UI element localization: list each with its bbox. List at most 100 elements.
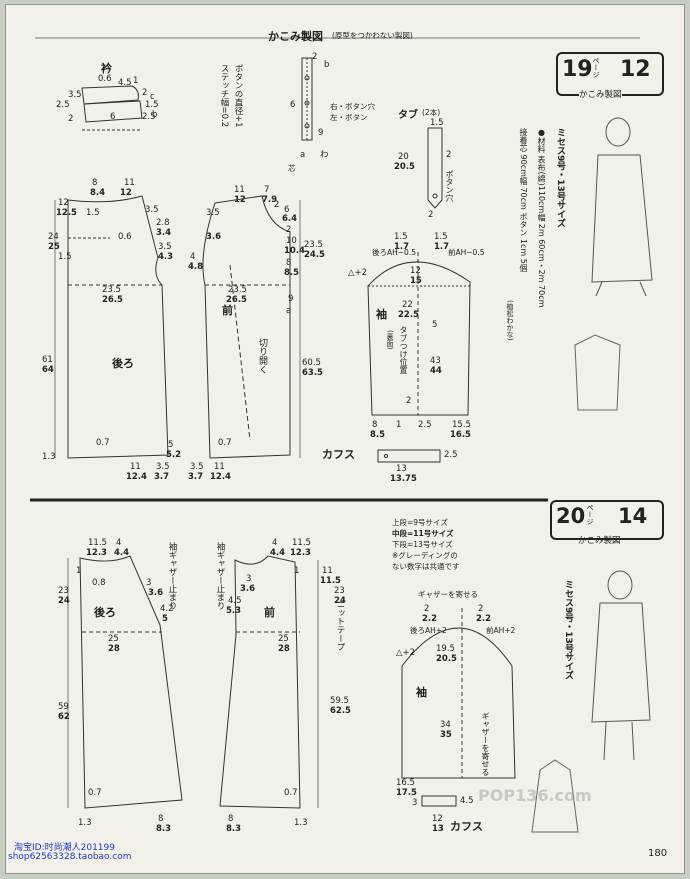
sleeve-dim: 1.5 xyxy=(394,232,408,242)
figure-illustration-19 xyxy=(591,117,653,297)
sleeve20-dim: 13 xyxy=(432,824,444,834)
header-title: かこみ製図 xyxy=(268,30,323,43)
back-dim: 4.3 xyxy=(158,252,174,262)
front-dim: 24.5 xyxy=(304,250,325,260)
back20-dim: 24 xyxy=(58,596,70,606)
figure-illustration-20 xyxy=(591,570,651,761)
front-dim: 3.5 xyxy=(190,462,204,472)
front20-dim: 3.6 xyxy=(240,584,256,594)
sleeve20-dim: 2 xyxy=(424,604,430,614)
section20-size: ミセス9号・13号サイズ xyxy=(563,580,573,680)
front-dim: 23.5 xyxy=(228,285,247,295)
back-dim: 5.2 xyxy=(166,450,182,460)
front-dim: 8 xyxy=(286,258,292,268)
collar-dim: 2 xyxy=(142,88,148,98)
tab-dim: 2 xyxy=(428,210,434,220)
section19-materials: ●材料 表布(綿)110cm幅 2m 60cm・2m 70cm xyxy=(537,128,546,308)
cuff-label: カフス xyxy=(322,448,355,461)
sleeve20-dim: 2.2 xyxy=(476,614,492,624)
sleeve-dim: 2 xyxy=(406,396,412,406)
front-dim: 60.5 xyxy=(302,358,321,368)
front-dim: 4.8 xyxy=(188,262,204,272)
tab-buttonhole: ボタン穴 xyxy=(445,170,454,202)
sleeve-dim: 1.7 xyxy=(434,242,450,252)
front-band-label: 左・ボタン xyxy=(330,113,368,122)
back20-label: 後ろ xyxy=(94,606,116,619)
front-dim: 6.4 xyxy=(282,214,298,224)
front-dim: 2 xyxy=(274,200,280,210)
tab-title: タブ xyxy=(398,110,418,121)
sleeve-label: 袖 xyxy=(376,308,387,321)
back20-dim: 8.3 xyxy=(156,824,172,834)
back-dim: 12 xyxy=(58,198,69,208)
front-dim: 11 xyxy=(234,185,245,195)
front20-dim: 1.3 xyxy=(294,818,308,828)
back-dim: 0.6 xyxy=(118,232,132,242)
back-dim: 1.5 xyxy=(58,252,72,262)
collar-dim: 3.5 xyxy=(68,90,82,100)
front-dim: 10 xyxy=(286,236,297,246)
collar-dim: 2.5 xyxy=(142,112,156,122)
back-dim: 1.5 xyxy=(86,208,100,218)
sleeve20-dim: 2.2 xyxy=(422,614,438,624)
sleeve-dim: 1 xyxy=(396,420,402,430)
back-dim: 3.5 xyxy=(145,205,159,215)
front-dim: 12 xyxy=(234,195,246,205)
collar-dim: 1.5 xyxy=(145,100,159,110)
back20-dim: 3 xyxy=(146,578,152,588)
front-dim: 7 xyxy=(264,185,270,195)
sleeve-dim: 44 xyxy=(430,366,442,376)
back-dim: 26.5 xyxy=(102,295,123,305)
page-number: 180 xyxy=(648,848,668,859)
back20-dim: 25 xyxy=(108,634,119,644)
sleeve-inside: (裏面) xyxy=(386,330,394,350)
cuff20-label: カフス xyxy=(450,820,483,833)
front20-dim: 23 xyxy=(334,586,345,596)
section19-kind: かこみ製図 xyxy=(579,88,622,100)
sleeve-dim: 15 xyxy=(410,276,422,286)
back20-dim: 11.5 xyxy=(88,538,107,548)
sleeve20-dim: 34 xyxy=(440,720,451,730)
front-dim: 26.5 xyxy=(226,295,247,305)
tab-dim: 1.5 xyxy=(430,118,444,128)
sleeve-back-ah: 後ろAH−0.5 xyxy=(372,248,416,257)
cuff-dim: 13 xyxy=(396,464,407,474)
front-letter: a xyxy=(286,306,292,316)
cuff-dim: 2.5 xyxy=(444,450,458,460)
back-dim: 5 xyxy=(168,440,174,450)
section19-designer: (植松わかな) xyxy=(506,300,514,341)
collar-dim: 1 xyxy=(133,76,139,86)
back-dim: 3.5 xyxy=(158,242,172,252)
sleeve-dim: 22 xyxy=(402,300,413,310)
tab-dim: 2 xyxy=(446,150,452,160)
front20-dim: 24 xyxy=(334,596,346,606)
collar-dim: 0.6 xyxy=(98,74,112,84)
front-band-drawing xyxy=(301,57,313,141)
back-dim: 8 xyxy=(92,178,98,188)
front-interfacing-mark: 芯 xyxy=(288,164,296,173)
front20-dim: 5.3 xyxy=(226,606,242,616)
tab-dim: 20.5 xyxy=(394,162,415,172)
back-dim: 3.5 xyxy=(156,462,170,472)
sleeve-drawing xyxy=(367,252,471,416)
back20-dim: 0.7 xyxy=(88,788,102,798)
back20-dim: 8 xyxy=(158,814,164,824)
front-band-letter: a xyxy=(300,150,306,160)
back-dim: 12 xyxy=(120,188,132,198)
front20-dim: 28 xyxy=(278,644,290,654)
sleeve20-dim: 3 xyxy=(412,798,418,808)
size-legend-line: 上段=9号サイズ xyxy=(392,518,448,527)
front-cut-open: 切り開く xyxy=(257,338,267,374)
sleeve20-back-ah: 後ろAH+2 xyxy=(410,626,447,635)
front-band-letter: b xyxy=(324,60,330,70)
back20-dim: 1.3 xyxy=(78,818,92,828)
back-bodice-20-drawing xyxy=(67,555,183,809)
section20-item-number: 14 xyxy=(618,504,648,528)
front-dim: 12.4 xyxy=(210,472,231,482)
front-dim: 7.9 xyxy=(262,195,278,205)
front-dim: 3.6 xyxy=(206,232,222,242)
collar-letter: b xyxy=(152,110,158,120)
back-dim: 24 xyxy=(48,232,59,242)
front-dim: 63.5 xyxy=(302,368,323,378)
